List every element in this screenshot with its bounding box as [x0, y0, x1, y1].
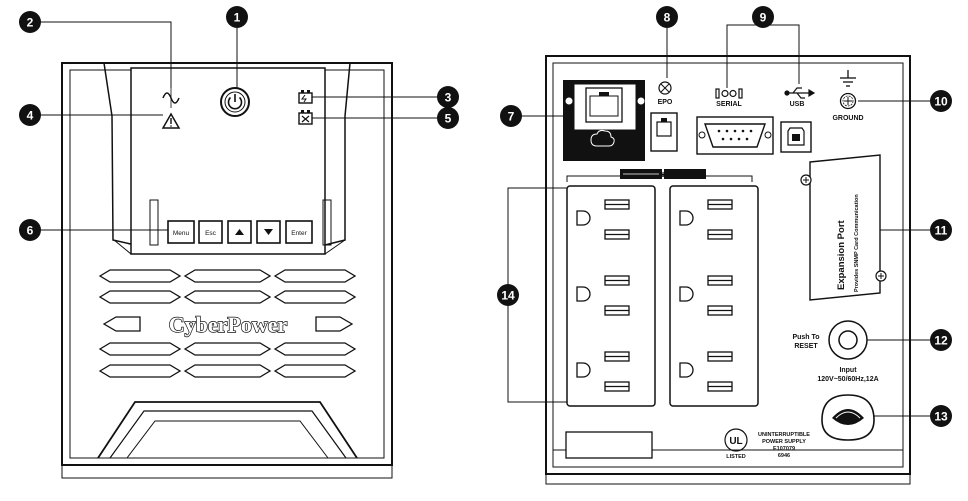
- polarity-bar: +: [566, 169, 753, 182]
- callout-10: 10: [930, 90, 952, 112]
- callout-6: 6: [19, 219, 41, 241]
- callout-5: 5: [437, 107, 459, 129]
- ul-listed-text: LISTED: [726, 454, 746, 460]
- svg-text:14: 14: [501, 289, 515, 303]
- front-button-up[interactable]: [227, 220, 252, 244]
- svg-text:1: 1: [234, 11, 241, 25]
- svg-text:11: 11: [935, 224, 948, 238]
- serial-port[interactable]: [696, 116, 774, 155]
- callout-leaders: [36, 21, 930, 417]
- epo-label: EPO: [658, 99, 673, 106]
- front-button-down[interactable]: [256, 220, 281, 244]
- epo-icon: [658, 81, 672, 95]
- svg-text:13: 13: [934, 410, 948, 424]
- network-cloud-icon: [590, 129, 615, 147]
- callout-12: 12: [930, 329, 952, 351]
- svg-text:2: 2: [27, 16, 34, 30]
- ups-text-line3: E107079: [773, 446, 795, 452]
- svg-text:10: 10: [934, 95, 948, 109]
- button-label-menu: Menu: [173, 230, 190, 237]
- serial-label: SERIAL: [716, 101, 742, 108]
- outlet-bank: [566, 185, 759, 407]
- svg-text:8: 8: [664, 11, 671, 25]
- brand-logo: CyberPower: [169, 312, 288, 337]
- ground-icon: [840, 70, 856, 87]
- warning-icon: [161, 112, 181, 129]
- svg-text:3: 3: [445, 91, 452, 105]
- reset-label-line1: Push To: [792, 334, 819, 341]
- front-button-enter[interactable]: Enter: [285, 220, 313, 244]
- callout-1: 1: [226, 6, 248, 28]
- front-button-esc[interactable]: Esc: [198, 220, 223, 244]
- callout-3: 3: [437, 86, 459, 108]
- callout-8: 8: [656, 6, 678, 28]
- serial-label-plate: [565, 431, 653, 459]
- svg-text:4: 4: [27, 109, 34, 123]
- usb-icon: [784, 87, 816, 99]
- callout-4: 4: [19, 104, 41, 126]
- epo-port[interactable]: [650, 112, 678, 152]
- callout-2: 2: [19, 11, 41, 33]
- ground-screw[interactable]: [839, 92, 857, 110]
- ups-text-line1: UNINTERRUPTIBLE: [758, 432, 810, 438]
- callout-markers: 1 2 3 4 5 6 7 8 9 10 11 12 13 14: [19, 6, 952, 427]
- down-arrow-icon: [264, 229, 273, 235]
- input-label-line2: 120V~50/60Hz,12A: [817, 376, 878, 383]
- ups-text-line4: 6946: [778, 453, 790, 459]
- ground-label: GROUND: [832, 115, 863, 122]
- svg-text:+: +: [660, 170, 666, 181]
- battery-icon: [298, 90, 313, 104]
- input-label-line1: Input: [839, 367, 857, 374]
- rear-view: EPO SERIAL: [545, 55, 911, 485]
- svg-text:5: 5: [445, 112, 452, 126]
- power-icon: [227, 96, 243, 110]
- power-button[interactable]: [220, 87, 250, 117]
- callout-9: 9: [752, 6, 774, 28]
- svg-text:12: 12: [934, 334, 948, 348]
- power-cord-inlet: [821, 394, 875, 441]
- usb-port[interactable]: [780, 121, 812, 153]
- ac-outlets[interactable]: [576, 199, 733, 392]
- ups-text-line2: POWER SUPPLY: [762, 439, 806, 445]
- button-label-esc: Esc: [205, 230, 217, 237]
- callout-7: 7: [500, 105, 522, 127]
- expansion-port-title: Expansion Port: [836, 219, 847, 290]
- callout-13: 13: [930, 405, 952, 427]
- front-view: Menu Esc Enter: [61, 62, 393, 479]
- expansion-port-subtitle: Provides SNMP Card Communication: [854, 194, 860, 292]
- serial-icon: [715, 88, 743, 99]
- reset-label-line2: RESET: [794, 343, 818, 350]
- reset-button[interactable]: [828, 320, 868, 360]
- svg-text:9: 9: [760, 11, 767, 25]
- up-arrow-icon: [235, 229, 244, 235]
- ul-listed-mark: UL LISTED: [724, 428, 748, 460]
- svg-text:6: 6: [27, 224, 34, 238]
- expansion-port[interactable]: Expansion Port Provides SNMP Card Commun…: [800, 154, 887, 301]
- svg-text:UL: UL: [729, 436, 742, 447]
- network-card-slot[interactable]: [563, 80, 645, 161]
- usb-label: USB: [790, 101, 805, 108]
- button-label-enter: Enter: [291, 230, 307, 237]
- svg-text:7: 7: [508, 110, 515, 124]
- callout-11: 11: [930, 219, 952, 241]
- front-button-menu[interactable]: Menu: [167, 220, 195, 244]
- front-handle: [97, 401, 358, 459]
- front-vent-grille: [98, 269, 357, 378]
- callout-14: 14: [497, 284, 519, 306]
